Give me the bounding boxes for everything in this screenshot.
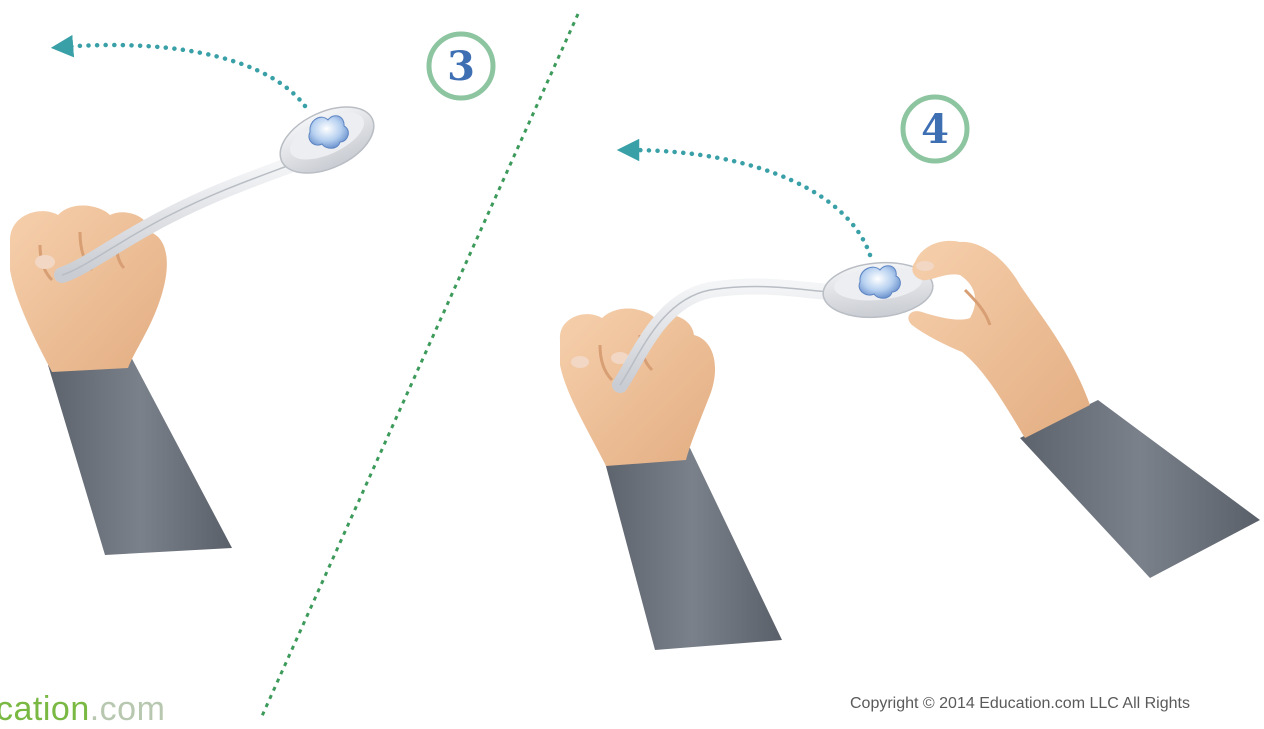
step-4-flicking-hand (908, 241, 1090, 438)
step-3-badge: 3 (429, 34, 493, 98)
step-4-holding-hand (560, 309, 715, 466)
step-3-arm (10, 206, 232, 555)
step-4-number: 4 (921, 106, 949, 153)
step-4-panel: 4 (560, 97, 1260, 650)
step-3-sleeve (48, 355, 232, 555)
step-3-tap-arrow (62, 45, 305, 106)
logo-text: cation (0, 690, 90, 728)
logo-suffix: .com (90, 690, 166, 728)
step-3-panel: 3 (10, 34, 493, 555)
step-4-badge: 4 (903, 97, 967, 161)
step-3-number: 3 (447, 43, 475, 90)
step-4-tap-arrow (628, 150, 870, 255)
step-4-flicking-arm (908, 241, 1260, 578)
step-4-flicking-sleeve (1020, 400, 1260, 578)
step-4-holding-arm (560, 309, 782, 650)
copyright-notice: Copyright © 2014 Education.com LLC All R… (850, 695, 1190, 713)
education-logo: cation.com (0, 690, 165, 729)
step-4-holding-sleeve (603, 448, 782, 650)
